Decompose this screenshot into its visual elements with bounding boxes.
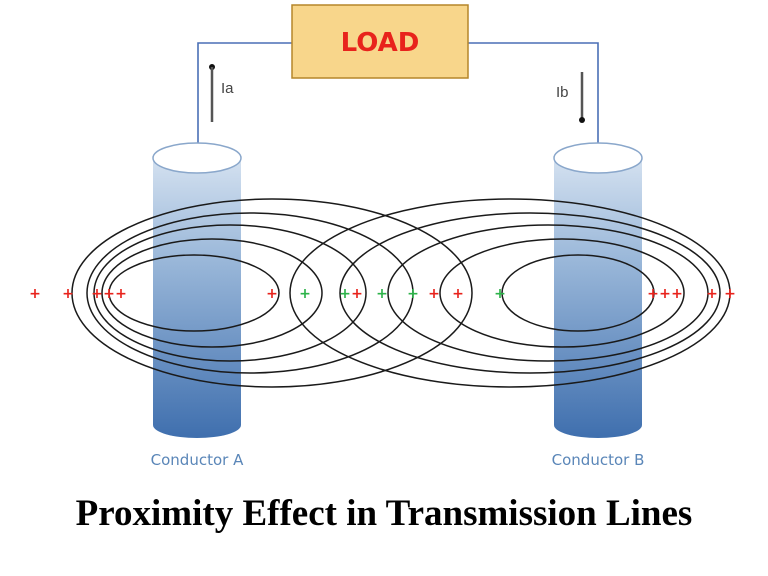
current-indicator-b: Ib bbox=[556, 72, 585, 123]
field-lines-a bbox=[71, 198, 473, 388]
field-line-a-3 bbox=[93, 224, 367, 362]
wire-left bbox=[197, 42, 292, 165]
load-box: LOAD bbox=[291, 4, 469, 79]
positive-marker: + bbox=[351, 286, 363, 302]
positive-marker: + bbox=[659, 286, 671, 302]
negative-marker: + bbox=[339, 286, 351, 302]
field-line-b-4 bbox=[339, 212, 721, 374]
conductor-b-label: Conductor B bbox=[552, 451, 645, 469]
field-line-b-5 bbox=[289, 198, 731, 388]
field-line-b-3 bbox=[387, 224, 709, 362]
current-indicator-a: Ia bbox=[209, 64, 234, 122]
conductor-a-label: Conductor A bbox=[151, 451, 244, 469]
positive-marker: + bbox=[29, 286, 41, 302]
field-line-a-5 bbox=[71, 198, 473, 388]
conductor-a bbox=[152, 142, 242, 438]
current-a-label: Ia bbox=[221, 80, 234, 97]
field-line-a-2 bbox=[101, 238, 323, 348]
field-line-a-1 bbox=[108, 254, 280, 332]
conductor-b bbox=[553, 142, 643, 438]
field-line-a-4 bbox=[86, 212, 414, 374]
proximity-effect-diagram: LOAD Ia Ib bbox=[29, 4, 736, 469]
negative-marker: + bbox=[494, 286, 506, 302]
field-line-b-2 bbox=[439, 238, 685, 348]
positive-marker: + bbox=[724, 286, 736, 302]
positive-marker: + bbox=[91, 286, 103, 302]
positive-marker: + bbox=[103, 286, 115, 302]
charge-markers: +++++++++++++++++++ bbox=[29, 286, 736, 302]
field-line-b-1 bbox=[501, 254, 655, 332]
field-lines-b bbox=[289, 198, 731, 388]
wire-right bbox=[466, 42, 599, 165]
positive-marker: + bbox=[266, 286, 278, 302]
positive-marker: + bbox=[452, 286, 464, 302]
current-b-label: Ib bbox=[556, 84, 569, 101]
positive-marker: + bbox=[671, 286, 683, 302]
positive-marker: + bbox=[647, 286, 659, 302]
positive-marker: + bbox=[115, 286, 127, 302]
positive-marker: + bbox=[428, 286, 440, 302]
load-label: LOAD bbox=[341, 28, 420, 58]
positive-marker: + bbox=[706, 286, 718, 302]
negative-marker: + bbox=[299, 286, 311, 302]
negative-marker: + bbox=[407, 286, 419, 302]
negative-marker: + bbox=[376, 286, 388, 302]
diagram-caption: Proximity Effect in Transmission Lines bbox=[75, 493, 693, 534]
positive-marker: + bbox=[62, 286, 74, 302]
